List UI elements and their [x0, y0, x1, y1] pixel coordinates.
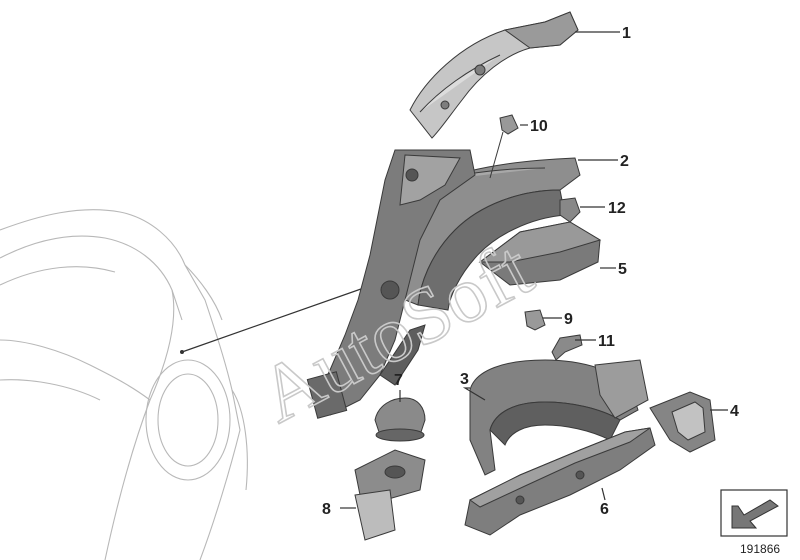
callout-12: 12 — [608, 200, 626, 217]
leader-car — [181, 282, 379, 353]
arrow-reference-icon — [720, 489, 788, 537]
part-12-clip — [559, 197, 581, 223]
callout-11: 11 — [598, 333, 615, 350]
document-number: 191866 — [740, 542, 780, 556]
part-6-floor-rail — [464, 427, 656, 536]
part-9-hanger — [524, 309, 546, 331]
callout-labels: 1 10 2 12 5 9 11 3 7 4 8 6 — [322, 25, 739, 518]
callout-9: 9 — [564, 311, 573, 328]
part-5-bracket-box — [478, 221, 602, 286]
part-11-pin — [551, 334, 583, 361]
leader-lines — [340, 31, 728, 509]
callout-2: 2 — [620, 153, 629, 170]
part-inner-rear-panel — [306, 149, 476, 419]
part-4-sleeve — [649, 391, 716, 453]
part-10-bracket — [489, 114, 519, 179]
part-8-plate-bracket — [354, 449, 426, 541]
part-3-inner-wheel-arch — [469, 359, 649, 476]
callout-4: 4 — [730, 403, 739, 420]
callout-5: 5 — [618, 261, 627, 278]
callout-6: 6 — [600, 501, 609, 518]
callout-1: 1 — [622, 25, 631, 42]
car-outline — [0, 209, 248, 560]
part-1-upper-panel — [409, 11, 579, 139]
callout-8: 8 — [322, 501, 331, 518]
callout-7: 7 — [394, 372, 403, 389]
part-7-rubber-mount — [374, 397, 426, 442]
callout-10: 10 — [530, 118, 548, 135]
callout-3: 3 — [460, 371, 469, 388]
